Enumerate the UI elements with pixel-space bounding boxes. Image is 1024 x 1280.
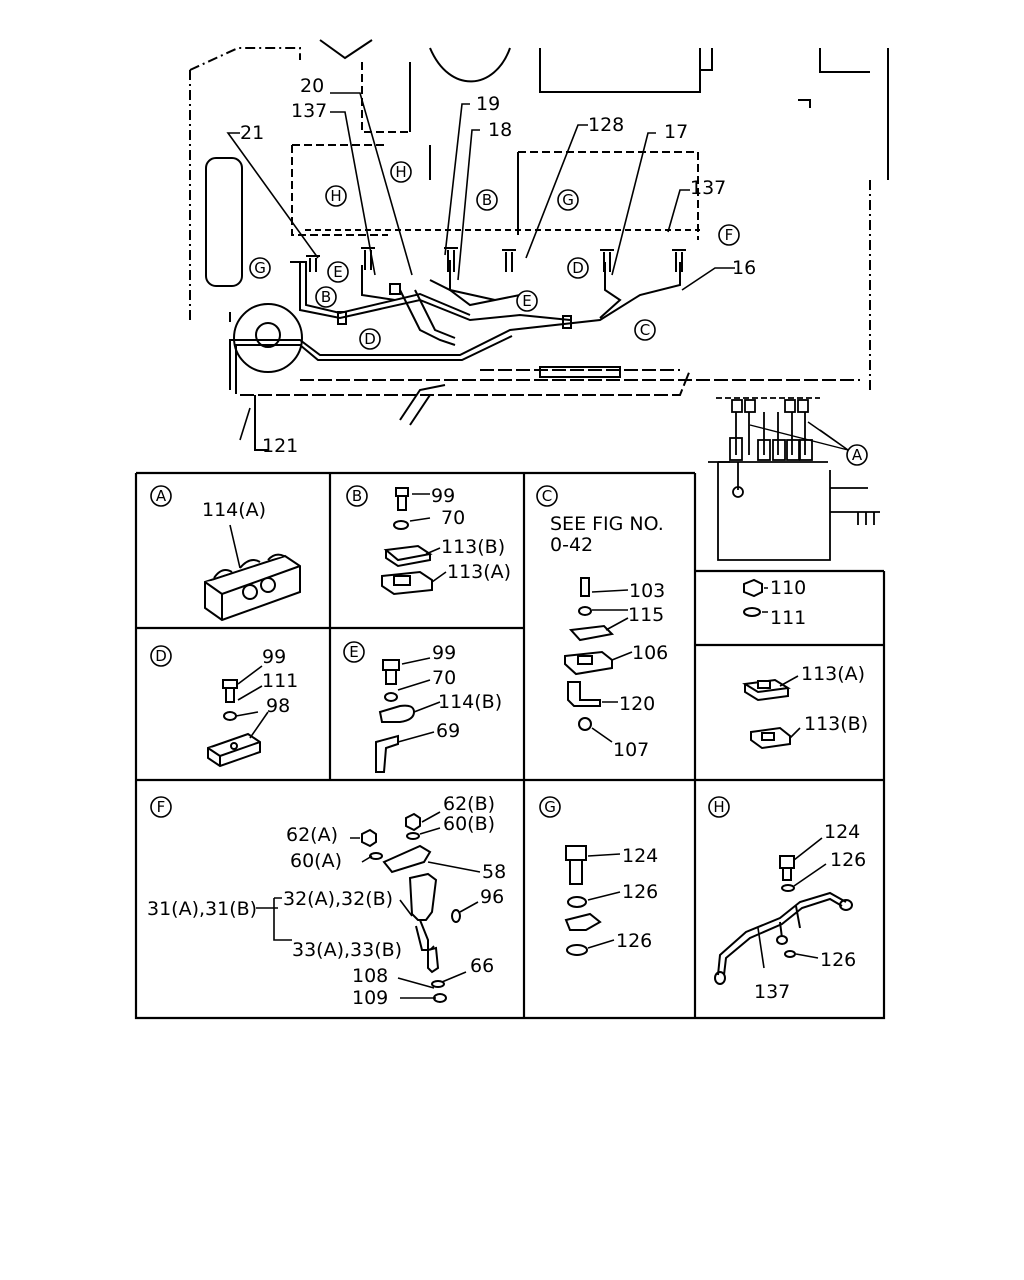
part-99-d: 99 — [262, 646, 286, 668]
part-106: 106 — [632, 642, 668, 664]
panel-g-letter: G — [544, 798, 556, 816]
panel-h-letter: H — [713, 798, 724, 816]
ref-e-2: E — [522, 292, 531, 310]
ref-b-1: B — [482, 191, 492, 209]
panel-a: 114(A) — [202, 499, 301, 622]
panel-b-letter: B — [352, 487, 362, 505]
ref-g-2: G — [254, 259, 266, 277]
part-62b: 62(B) — [443, 793, 495, 815]
part-137-h: 137 — [754, 981, 790, 1003]
callout-20: 20 — [300, 75, 324, 97]
ref-h-1: H — [395, 163, 406, 181]
panel-e-letter: E — [349, 643, 358, 661]
ref-c-1: C — [640, 321, 650, 339]
part-124-g: 124 — [622, 845, 658, 867]
callout-21: 21 — [240, 122, 264, 144]
part-99-e: 99 — [432, 642, 456, 664]
ref-b-2: B — [321, 288, 331, 306]
panel-a-letter: A — [156, 487, 167, 505]
part-114b: 114(B) — [438, 691, 502, 713]
circle-reference-letters: H H B G F E E D D G B C A — [254, 163, 863, 464]
callout-121: 121 — [262, 435, 298, 457]
part-114a: 114(A) — [202, 499, 266, 521]
callout-18: 18 — [488, 119, 512, 141]
part-107: 107 — [613, 739, 649, 761]
engine-assembly-drawing — [189, 39, 889, 451]
part-66: 66 — [470, 955, 494, 977]
panel-g: 124 126 126 — [564, 845, 658, 956]
part-62a: 62(A) — [286, 824, 338, 846]
callout-137: 137 — [291, 100, 327, 122]
callout-137b: 137 — [690, 177, 726, 199]
part-60a: 60(A) — [290, 850, 342, 872]
panel-letter-circles — [150, 485, 730, 818]
panel-e: 99 70 114(B) 69 — [375, 642, 502, 773]
ref-d-1: D — [364, 330, 376, 348]
part-103: 103 — [629, 580, 665, 602]
part-126-g1: 126 — [622, 881, 658, 903]
part-120: 120 — [619, 693, 655, 715]
see-fig-note: SEE FIG NO. — [550, 513, 664, 535]
part-126-g2: 126 — [616, 930, 652, 952]
part-113b: 113(B) — [441, 536, 505, 558]
part-98: 98 — [266, 695, 290, 717]
part-124-h: 124 — [824, 821, 860, 843]
part-70: 70 — [441, 507, 465, 529]
part-58: 58 — [482, 861, 506, 883]
part-31ab: 31(A),31(B) — [147, 898, 257, 920]
part-110: 110 — [770, 577, 806, 599]
panel-h: 124 126 126 137 — [714, 821, 866, 1003]
part-33ab: 33(A),33(B) — [292, 939, 402, 961]
part-115: 115 — [628, 604, 664, 626]
part-60b: 60(B) — [443, 813, 495, 835]
callout-17: 17 — [664, 121, 688, 143]
ref-a-1: A — [852, 446, 863, 464]
panel-f-letter: F — [157, 798, 166, 816]
panel-c: SEE FIG NO. 0-42 103 115 106 120 107 — [550, 513, 668, 761]
parts-grid — [134, 471, 886, 1020]
panel-b: 99 70 113(B) 113(A) — [381, 485, 511, 596]
panel-d-letter: D — [155, 647, 167, 665]
part-70-e: 70 — [432, 667, 456, 689]
part-108: 108 — [352, 965, 388, 987]
part-109: 109 — [352, 987, 388, 1009]
ref-g-1: G — [562, 191, 574, 209]
part-32ab: 32(A),32(B) — [283, 888, 393, 910]
inset-engine-view — [708, 397, 880, 561]
part-113b-c2: 113(B) — [804, 713, 868, 735]
ref-h-2: H — [330, 187, 341, 205]
part-111-d: 111 — [262, 670, 298, 692]
part-126-h1: 126 — [830, 849, 866, 871]
callout-19: 19 — [476, 93, 500, 115]
part-126-h2: 126 — [820, 949, 856, 971]
part-69: 69 — [436, 720, 460, 742]
part-96: 96 — [480, 886, 504, 908]
ref-f-1: F — [725, 226, 734, 244]
circle-references — [249, 161, 868, 466]
part-111: 111 — [770, 607, 806, 629]
panel-c2: 110 111 113(A) 113(B) — [742, 577, 868, 750]
panel-letters: A B C D E F G H — [155, 487, 724, 816]
callout-numbers: 20 137 21 19 18 128 17 137 16 121 — [240, 75, 756, 457]
part-99: 99 — [431, 485, 455, 507]
callout-leaders — [226, 92, 735, 441]
panel-d: 99 111 98 — [207, 646, 298, 768]
panel-f: 62(B) 60(B) 62(A) 60(A) 58 31(A),31(B) 3… — [147, 793, 506, 1009]
panel-c-letter: C — [542, 487, 552, 505]
callout-128: 128 — [588, 114, 624, 136]
ref-e-1: E — [333, 263, 342, 281]
ref-d-2: D — [572, 259, 584, 277]
part-113a-c2: 113(A) — [801, 663, 865, 685]
part-113a: 113(A) — [447, 561, 511, 583]
see-fig-number: 0-42 — [550, 534, 593, 556]
callout-16: 16 — [732, 257, 756, 279]
